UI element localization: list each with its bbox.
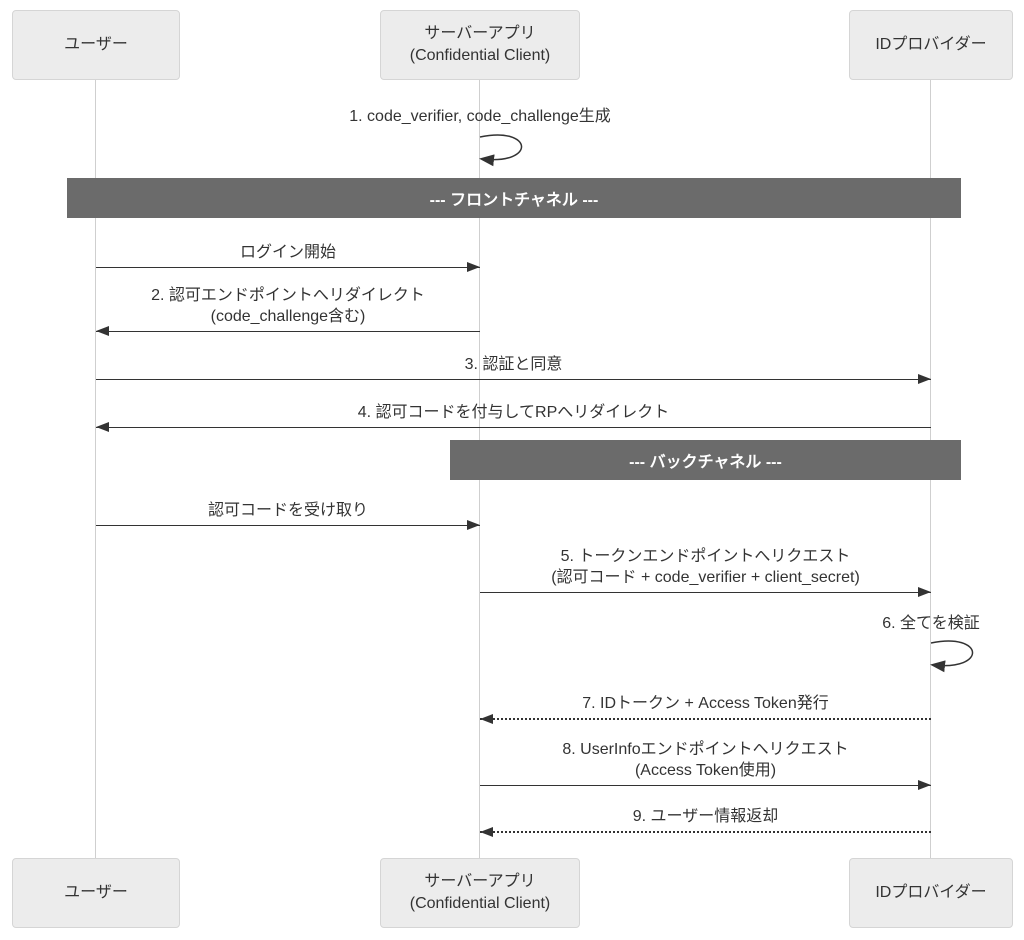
- self-loop-arrow-verify: [930, 640, 974, 673]
- actor-idp-bottom: IDプロバイダー: [849, 858, 1013, 928]
- band-back-channel-label: --- バックチャネル ---: [629, 454, 782, 471]
- message-3-arrow: [96, 374, 931, 384]
- message-login-start-arrow: [96, 262, 480, 272]
- message-5-arrow: [480, 587, 931, 597]
- lifeline-user: [95, 80, 96, 858]
- message-4-arrow: [96, 422, 931, 432]
- message-2-label-line1: 2. 認可エンドポイントへリダイレクト: [151, 287, 425, 304]
- actor-idp-top: IDプロバイダー: [849, 10, 1013, 80]
- actor-idp-label: IDプロバイダー: [875, 36, 987, 53]
- message-7-label: 7. IDトークン + Access Token発行: [582, 695, 829, 712]
- message-9-label: 9. ユーザー情報返却: [632, 808, 779, 825]
- actor-server-label-line1: サーバーアプリ: [424, 25, 536, 42]
- message-login-start: ログイン開始: [96, 242, 480, 272]
- message-receive-code-label: 認可コードを受け取り: [207, 502, 368, 519]
- message-5-label-line1: 5. トークンエンドポイントへリクエスト: [560, 548, 851, 565]
- actor-server-bottom: サーバーアプリ (Confidential Client): [380, 858, 580, 928]
- message-8-userinfo-request: 8. UserInfoエンドポイントへリクエスト (Access Token使用…: [480, 739, 931, 790]
- message-2-arrow: [96, 326, 480, 336]
- message-3-label: 3. 認証と同意: [464, 356, 563, 373]
- self-message-verify-label: 6. 全てを検証: [882, 615, 980, 632]
- self-loop-arrow-generate: [479, 134, 523, 167]
- message-8-label-line2: (Access Token使用): [634, 762, 777, 779]
- message-9-return-userinfo: 9. ユーザー情報返却: [480, 806, 931, 837]
- message-receive-code: 認可コードを受け取り: [96, 500, 480, 530]
- message-3-auth-consent: 3. 認証と同意: [96, 354, 931, 384]
- actor-idp-label: IDプロバイダー: [875, 884, 987, 901]
- message-receive-code-arrow: [96, 520, 480, 530]
- self-message-generate-label: 1. code_verifier, code_challenge生成: [349, 108, 611, 125]
- actor-server-label-line1: サーバーアプリ: [424, 873, 536, 890]
- message-2-authz-redirect: 2. 認可エンドポイントへリダイレクト (code_challenge含む): [96, 285, 480, 336]
- message-7-issue-tokens: 7. IDトークン + Access Token発行: [480, 693, 931, 724]
- message-2-label-line2: (code_challenge含む): [210, 308, 366, 325]
- message-7-arrow: [480, 714, 931, 724]
- message-9-arrow: [480, 827, 931, 837]
- message-5-label-line2: (認可コード + code_verifier + client_secret): [551, 569, 860, 586]
- actor-user-label: ユーザー: [64, 36, 128, 53]
- actor-user-bottom: ユーザー: [12, 858, 180, 928]
- actor-user-label: ユーザー: [64, 884, 128, 901]
- message-5-token-request: 5. トークンエンドポイントへリクエスト (認可コード + code_verif…: [480, 546, 931, 597]
- actor-user-top: ユーザー: [12, 10, 180, 80]
- actor-server-label-line2: (Confidential Client): [409, 47, 551, 64]
- message-8-arrow: [480, 780, 931, 790]
- message-8-label-line1: 8. UserInfoエンドポイントへリクエスト: [562, 741, 849, 758]
- actor-server-top: サーバーアプリ (Confidential Client): [380, 10, 580, 80]
- message-login-start-label: ログイン開始: [239, 244, 336, 261]
- band-back-channel: --- バックチャネル ---: [450, 440, 961, 480]
- message-4-code-redirect: 4. 認可コードを付与してRPへリダイレクト: [96, 402, 931, 432]
- band-front-channel: --- フロントチャネル ---: [67, 178, 961, 218]
- actor-server-label-line2: (Confidential Client): [409, 895, 551, 912]
- message-4-label: 4. 認可コードを付与してRPへリダイレクト: [357, 404, 670, 421]
- band-front-channel-label: --- フロントチャネル ---: [429, 192, 599, 209]
